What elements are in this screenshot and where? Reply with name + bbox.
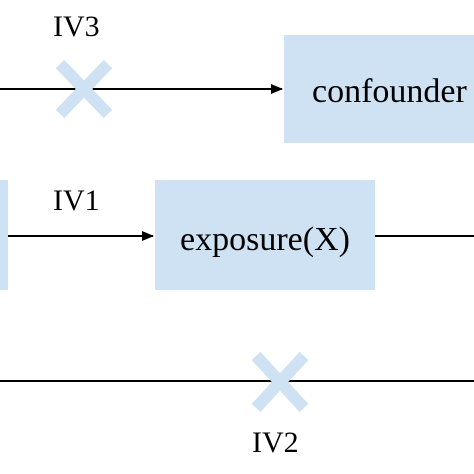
confounder-box (284, 35, 474, 143)
iv2-cross-icon (251, 351, 309, 413)
exposure-label: exposure(X) (180, 221, 350, 258)
instrument-box-partial (0, 180, 8, 290)
iv2-label: IV2 (252, 426, 299, 459)
iv3-cross-icon (55, 59, 113, 119)
confounder-label: confounder (312, 73, 468, 110)
exposure-box (155, 180, 375, 290)
iv3-label: IV3 (53, 10, 100, 43)
iv1-label: IV1 (53, 184, 100, 217)
